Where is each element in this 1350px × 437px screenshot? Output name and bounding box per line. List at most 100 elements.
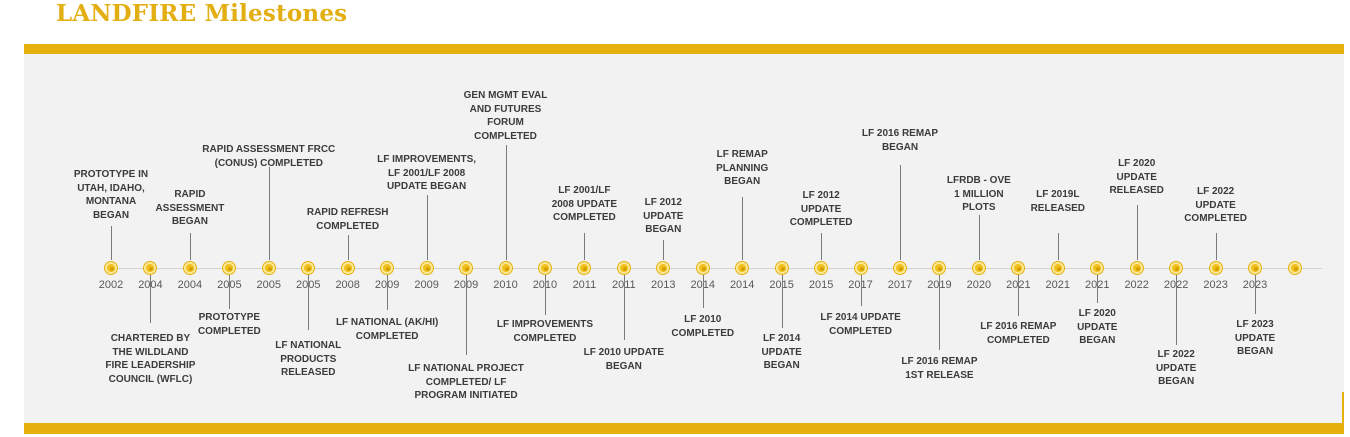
timeline-panel [24,54,1344,423]
timeline-dot [262,262,275,274]
year-label: 2021 [1045,279,1071,291]
timeline-dot [341,262,354,274]
top-accent-bar [24,44,1344,54]
milestone-label: LF 2020 UPDATE BEGAN [1077,308,1118,347]
milestone-label: LF 2016 REMAP BEGAN [861,128,939,153]
timeline-dot [657,262,670,274]
connector-line [742,197,743,260]
timeline-dot [617,262,630,274]
year-label: 2004 [177,279,203,291]
connector-line [1255,275,1256,314]
timeline-dot [1170,262,1183,274]
connector-line [506,145,507,260]
year-label: 2023 [1203,279,1228,291]
connector-line [821,233,822,260]
year-label: 2010 [525,279,565,291]
timeline-dot [381,262,394,274]
timeline-dot [775,262,788,274]
connector-line [1137,205,1138,260]
connector-line [348,235,349,260]
milestone-label: LF 2010 UPDATE BEGAN [583,347,665,372]
milestone-label: CHARTERED BY THE WILDLAND FIRE LEADERSHI… [105,333,196,385]
timeline-dot [696,262,709,274]
year-label: 2020 [966,279,992,291]
milestone-label: LF NATIONAL PROJECT COMPLETED/ LF PROGRA… [408,363,524,402]
timeline-dot [894,262,906,274]
connector-line [900,165,901,260]
timeline-dot [854,262,867,274]
connector-line [624,275,625,340]
milestone-label: LF NATIONAL (AK/HI) COMPLETED [335,317,439,342]
timeline-dot [420,262,433,274]
milestone-label: GEN MGMT EVAL AND FUTURES FORUM COMPLETE… [463,90,548,142]
timeline-dot [972,262,985,274]
milestone-label: LF 2016 REMAP COMPLETED [980,321,1057,346]
milestone-label: LF 2022 UPDATE BEGAN [1155,349,1197,388]
milestone-label: PROTOTYPE IN UTAH, IDAHO, MONTANA BEGAN [73,169,149,221]
connector-line [939,275,940,350]
milestone-label: RAPID ASSESSMENT FRCC (CONUS) COMPLETED [202,144,336,169]
connector-line [703,275,704,308]
milestone-label: LF 2016 REMAP 1ST RELEASE [901,356,978,381]
year-label: 2010 [493,279,518,291]
timeline-dot [1091,262,1104,274]
milestone-label: RAPID ASSESSMENT BEGAN [155,189,225,228]
year-label: 2013 [651,279,676,291]
connector-line [1018,275,1019,316]
year-label: 2015 [808,279,834,291]
milestone-label: LF 2012 UPDATE COMPLETED [789,190,853,229]
timeline-dot [499,262,512,274]
timeline-dot [302,262,315,274]
timeline-dot [538,262,551,274]
timeline-dot [736,262,749,274]
milestone-label: LF 2019L RELEASED [1030,189,1086,214]
connector-line [427,195,428,260]
timeline-dot [1130,262,1143,274]
timeline-dot [183,262,196,274]
timeline-dot [223,262,236,274]
connector-line [545,275,546,315]
timeline-dot [105,262,117,274]
year-label: 2017 [887,279,913,291]
timeline-dot [578,262,591,274]
milestone-label: LFRDB - OVER 1 MILLION PLOTS [946,175,1011,214]
year-label: 2011 [604,279,644,291]
year-label: 2011 [572,279,597,291]
connector-line [1097,275,1098,303]
connector-line [150,275,151,323]
timeline-dot [1249,262,1262,274]
year-label: 2014 [729,279,755,291]
milestone-label: LF 2020 UPDATE RELEASED [1109,158,1164,197]
milestone-label: RAPID REFRESH COMPLETED [306,207,389,232]
timeline-dot [1051,262,1064,274]
connector-line [466,275,467,355]
connector-line [308,275,309,330]
milestone-label: LF 2012 UPDATE BEGAN [643,197,684,236]
milestone-label: LF REMAP PLANNING BEGAN [716,149,769,188]
milestone-label: LF 2010 COMPLETED [671,314,735,339]
milestone-label: LF 2014 UPDATE COMPLETED [820,312,901,337]
connector-line [229,275,230,309]
year-label: 2022 [1124,279,1149,291]
milestone-label: LF 2023 UPDATE BEGAN [1234,319,1276,358]
connector-line [663,240,664,260]
connector-line [1058,233,1059,260]
timeline-dot [1012,262,1025,274]
timeline-dot [933,262,946,274]
milestone-label: PROTOTYPE COMPLETED [197,312,261,337]
connector-line [387,275,388,310]
year-label: 2009 [414,279,439,291]
connector-line [111,226,112,260]
milestone-label: LF 2022 UPDATE COMPLETED [1184,186,1247,225]
timeline-dot [815,262,828,274]
year-label: 2017 [841,279,881,291]
milestone-label: LF IMPROVEMENTS COMPLETED [496,319,593,344]
year-label: 2008 [335,279,360,291]
connector-line [979,215,980,260]
connector-line [269,167,270,260]
milestone-label: LF 2014 UPDATE BEGAN [761,333,802,372]
page-title: LANDFIRE Milestones [56,0,348,27]
connector-line [1176,275,1177,345]
connector-line [190,233,191,260]
milestone-label: LF 2001/LF 2008 UPDATE COMPLETED [551,185,618,224]
